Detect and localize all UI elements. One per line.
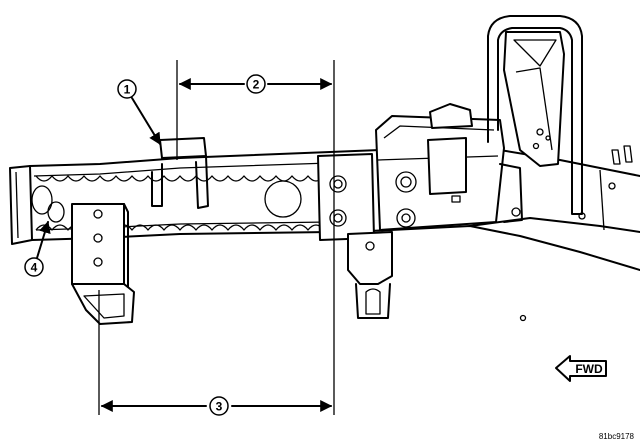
rail-bolt [519,314,527,322]
lower-hanger [347,231,393,319]
fwd-arrow-shape [555,355,607,382]
mount-flange-bolt [511,207,521,217]
clip-left-leg [151,163,163,207]
rail-opening [31,185,53,215]
mount-hole [329,209,347,227]
rail-end-tabs [611,145,633,165]
callout-3: 3 [209,396,229,416]
mount-bolt-inner [400,176,412,188]
loop-bracket-hole [536,128,544,136]
rail-hole [264,180,302,218]
mount-housing-ridge [383,125,495,139]
loop-bracket-outline [487,15,583,215]
rail-rear-seam [599,169,605,231]
rail-rear-lower [349,225,640,271]
frame-rail [9,145,640,322]
leader-line-1 [131,97,161,146]
hanger-hole [365,241,375,251]
rail-upper-inner [33,162,331,177]
loop-bracket-hole [532,142,540,150]
callout-1-label: 1 [124,83,131,97]
callout-3-label: 3 [216,400,223,414]
bracket-foot-inner [83,293,125,319]
figure-code: 81bc9178 [599,432,635,441]
loop-bracket-cutout [513,39,557,67]
mount-tab [451,195,461,203]
leader-line-4 [36,220,51,259]
bracket-hole [93,233,103,243]
bracket-hole [93,257,103,267]
clip-right-leg [195,155,209,209]
mount-hole [329,175,347,193]
bracket-hole [93,209,103,219]
callout-1: 1 [117,79,137,99]
bracket-clip [151,137,209,209]
loop-bracket-ridge [515,67,553,151]
fwd-arrow: FWD [555,355,607,382]
mount-bolt-inner [401,213,411,223]
callout-4: 4 [24,257,44,277]
rail-opening [47,201,65,223]
rail-bolt [608,182,616,190]
mount-bolt [396,208,416,228]
fwd-label: FWD [575,362,603,376]
lower-bracket [71,203,135,325]
callout-2: 2 [246,74,266,94]
loop-bracket-hole [545,135,551,141]
rail-rear-step [469,217,640,233]
hanger-slot [365,288,381,315]
hanger-body [347,231,393,285]
mount-block [427,137,467,195]
hanger-leg [355,283,391,319]
bracket-plate [71,203,125,285]
rail-top-perforations [35,175,325,182]
rail-front-cap [9,165,33,245]
loop-bracket [487,15,583,215]
mount-cap [429,103,473,129]
mount-plate [317,153,375,241]
mount-flange [499,163,523,223]
crossmember-mount [317,103,523,241]
callout-4-label: 4 [31,261,38,275]
callout-2-label: 2 [253,78,260,92]
mount-bolt [395,171,417,193]
bracket-foot [71,283,135,325]
dimension-lines [98,60,335,415]
rail-front-cap-inner [15,171,19,239]
clip-top [159,137,207,159]
